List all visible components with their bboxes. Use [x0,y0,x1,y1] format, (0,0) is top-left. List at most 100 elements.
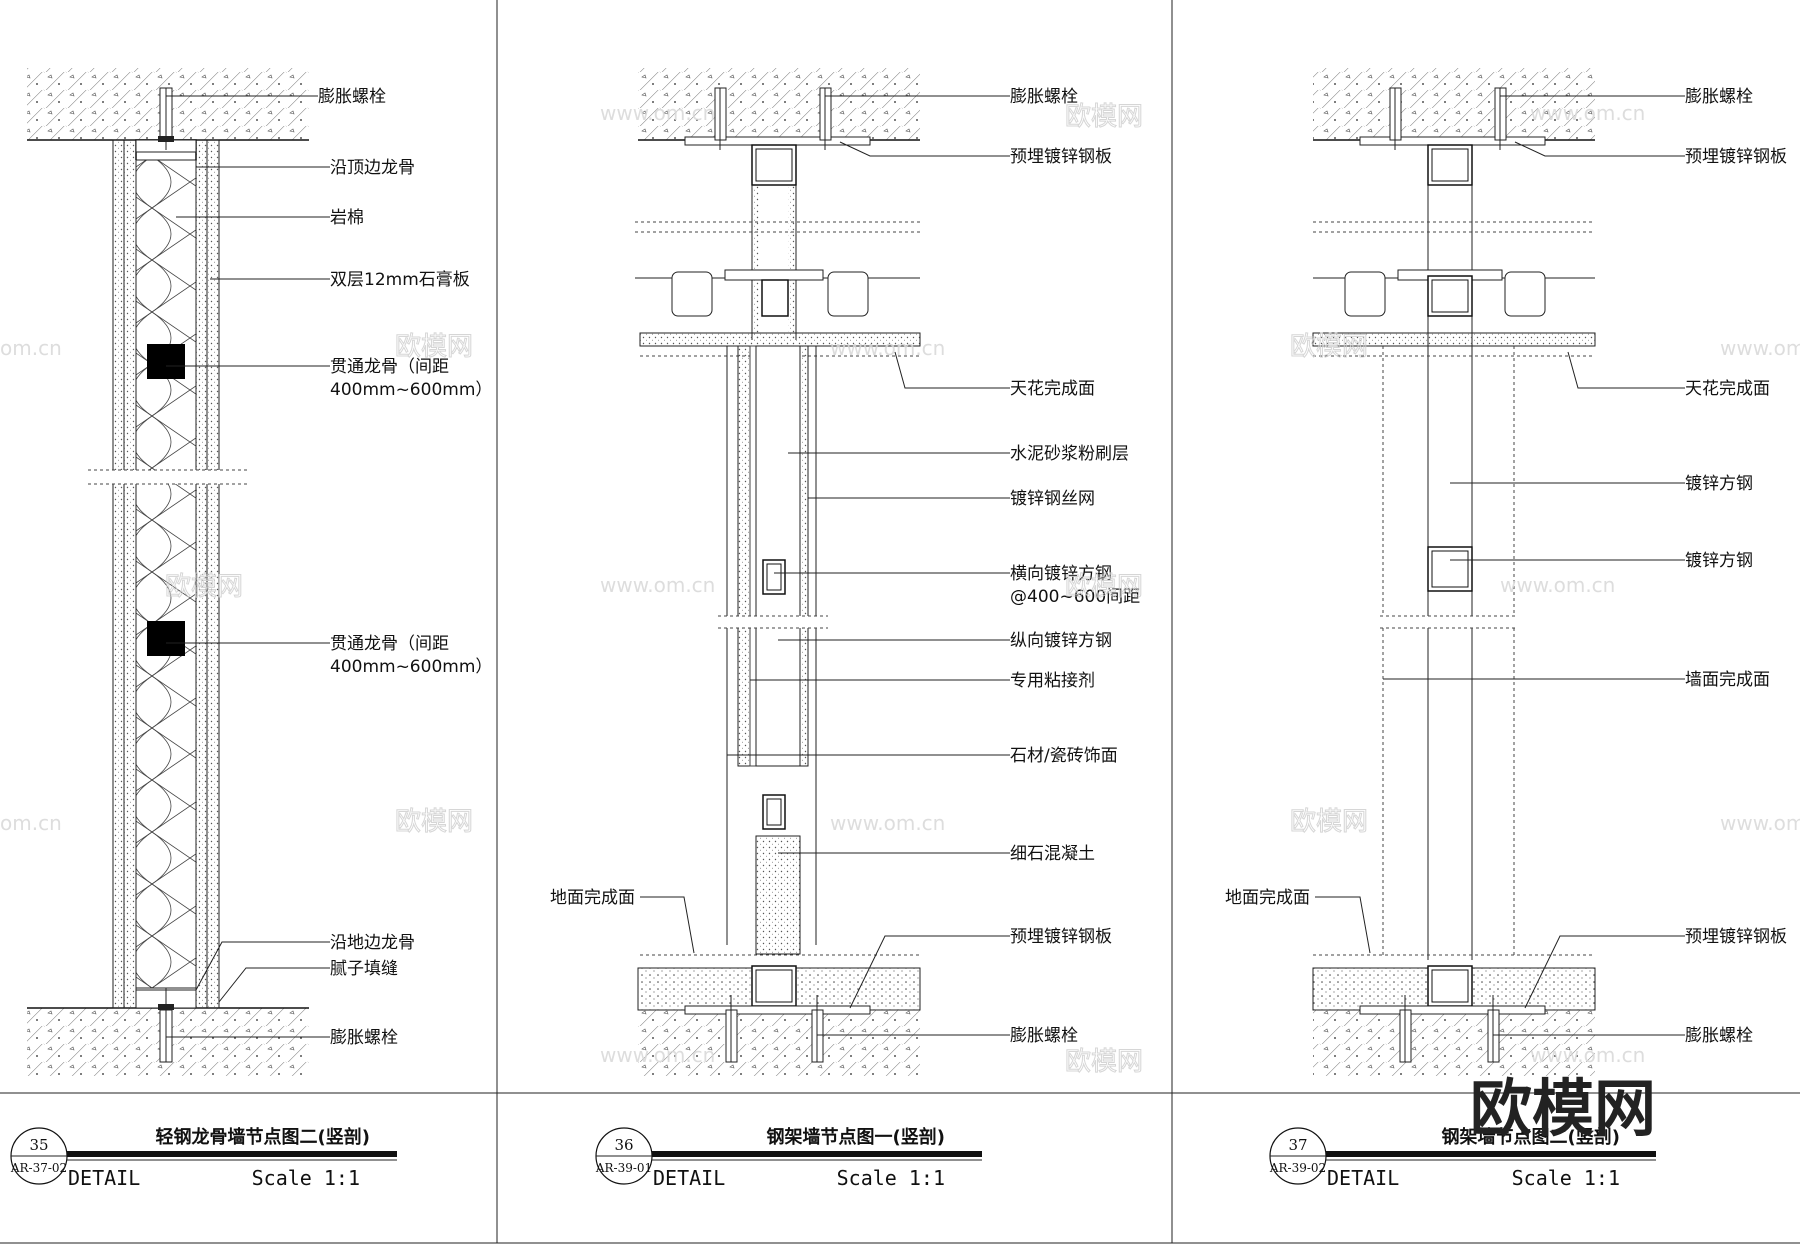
floor-slab [638,1010,920,1076]
label-rock-wool: 岩棉 [330,208,364,228]
square-steel-1 [1427,275,1473,317]
label-bolt-bottom: 膨胀螺栓 [330,1028,398,1048]
embedded-plate-bottom [684,1005,871,1015]
embedded-plate-top [684,136,871,146]
label-floor: 地面完成面 [550,888,635,908]
scale-label: Scale 1:1 [1512,1166,1620,1190]
channel-1 [147,344,185,379]
label-wall: 墙面完成面 [1685,670,1770,690]
title-block-36: 36 AR-39-01 钢架墙节点图一(竖剖) DETAIL Scale 1:1 [595,1126,982,1190]
watermark-url: om.cn [0,811,62,835]
detail-label: DETAIL [68,1166,140,1190]
label-floor-runner: 沿地边龙骨 [330,933,415,953]
label-bolt-top: 膨胀螺栓 [318,87,386,107]
watermark-text: 欧模网 [395,332,473,362]
watermark-text: 欧模网 [1065,1047,1143,1077]
detail-label: DETAIL [653,1166,725,1190]
scale-label: Scale 1:1 [252,1166,360,1190]
watermark-url: www.om.cn [1500,573,1615,597]
longitudinal-steel [755,345,801,767]
title-block-37: 37 AR-39-02 钢架墙节点图二(竖剖) DETAIL Scale 1:1 [1269,1126,1656,1190]
detail-37-labels: 膨胀螺栓 预埋镀锌钢板 天花完成面 镀锌方钢 镀锌方钢 墙面完成面 地面完成面 … [1225,87,1787,1046]
label-channel-1-line2: 400mm~600mm） [330,380,492,400]
label-ceiling: 天花完成面 [1685,379,1770,399]
detail-35-labels: 膨胀螺栓 沿顶边龙骨 岩棉 双层12mm石膏板 贯通龙骨（间距 400mm~60… [318,87,492,1048]
label-square-steel-1: 镀锌方钢 [1685,474,1753,494]
watermarks: 欧模网 欧模网 欧模网 欧模网 欧模网 欧模网 欧模网 欧模网 www.om.c… [0,101,1800,1078]
label-longitudinal-steel: 纵向镀锌方钢 [1010,631,1112,651]
label-bolt-top: 膨胀螺栓 [1010,87,1078,107]
detail-number: 36 [614,1136,633,1154]
detail-37-leaders [1315,95,1685,1036]
label-transverse-steel-line2: @400~600间距 [1010,587,1140,607]
label-floor: 地面完成面 [1225,888,1310,908]
watermark-url: www.om.cn [1720,811,1800,835]
watermark-url: www.om.cn [830,811,945,835]
scale-label: Scale 1:1 [837,1166,945,1190]
watermark-text: 欧模网 [395,807,473,837]
rock-wool [135,159,197,989]
detail-title: 钢架墙节点图一(竖剖) [767,1126,945,1148]
watermark-text: 欧模网 [1065,572,1143,602]
detail-ref: AR-39-01 [595,1161,652,1175]
stone-finish-left [737,345,751,767]
site-logo: 欧模网 [1470,1072,1656,1145]
label-plate-top: 预埋镀锌钢板 [1010,147,1112,167]
watermark-url: www.om.cn [600,101,715,125]
label-channel-1-line1: 贯通龙骨（间距 [330,357,449,377]
detail-ref: AR-39-02 [1269,1161,1326,1175]
bottom-bolt [158,988,174,1063]
detail-number: 35 [29,1136,48,1154]
embedded-plate-top [1359,136,1546,146]
detail-ref: AR-37-02 [10,1161,67,1175]
transverse-steel-2 [762,794,786,830]
label-concrete: 细石混凝土 [1010,844,1095,864]
label-mesh: 镀锌钢丝网 [1010,489,1095,509]
detail-35-drawing [27,68,309,1076]
fine-concrete [755,835,801,955]
watermark-text: 欧模网 [1065,102,1143,132]
label-bolt-bottom: 膨胀螺栓 [1010,1026,1078,1046]
label-bolt-top: 膨胀螺栓 [1685,87,1753,107]
label-adhesive: 专用粘接剂 [1010,671,1095,691]
detail-label: DETAIL [1327,1166,1399,1190]
watermark-url: www.om.cn [600,1043,715,1067]
label-putty: 腻子填缝 [330,959,398,979]
label-channel-2-line2: 400mm~600mm） [330,657,492,677]
label-bolt-bottom: 膨胀螺栓 [1685,1026,1753,1046]
detail-36-leaders [640,95,1010,1036]
watermark-url: www.om.cn [1720,336,1800,360]
watermark-text: 欧模网 [1290,807,1368,837]
label-square-steel-2: 镀锌方钢 [1685,551,1753,571]
detail-35-leaders [166,95,330,1038]
label-plate-top: 预埋镀锌钢板 [1685,147,1787,167]
detail-title: 钢架墙节点图二(竖剖) [1442,1126,1620,1148]
label-top-runner: 沿顶边龙骨 [330,158,415,178]
detail-number: 37 [1288,1136,1307,1154]
top-bolt [158,87,174,150]
watermark-text: 欧模网 [165,572,243,602]
title-block-35: 35 AR-37-02 轻钢龙骨墙节点图二(竖剖) DETAIL Scale 1… [10,1126,397,1190]
label-gypsum-board: 双层12mm石膏板 [330,269,470,290]
detail-36-labels: 膨胀螺栓 预埋镀锌钢板 天花完成面 水泥砂浆粉刷层 镀锌钢丝网 横向镀锌方钢 @… [550,87,1140,1046]
detail-title: 轻钢龙骨墙节点图二(竖剖) [156,1126,370,1148]
label-stone: 石材/瓷砖饰面 [1010,746,1118,766]
label-mortar: 水泥砂浆粉刷层 [1010,444,1129,464]
square-steel-2 [1427,546,1473,592]
detail-36-drawing [635,68,921,1076]
embedded-plate-bottom [1359,1005,1546,1015]
label-ceiling: 天花完成面 [1010,379,1095,399]
ceiling-board [1312,332,1596,347]
watermark-text: 欧模网 [1290,332,1368,362]
label-channel-2-line1: 贯通龙骨（间距 [330,634,449,654]
label-transverse-steel-line1: 横向镀锌方钢 [1010,564,1112,584]
ceiling-slab [638,68,920,140]
floor-slab [1313,1010,1595,1076]
watermark-url: www.om.cn [1530,101,1645,125]
watermark-url: www.om.cn [830,336,945,360]
watermark-url: www.om.cn [1530,1043,1645,1067]
transverse-steel-1 [762,559,786,595]
channel-2 [147,621,185,656]
